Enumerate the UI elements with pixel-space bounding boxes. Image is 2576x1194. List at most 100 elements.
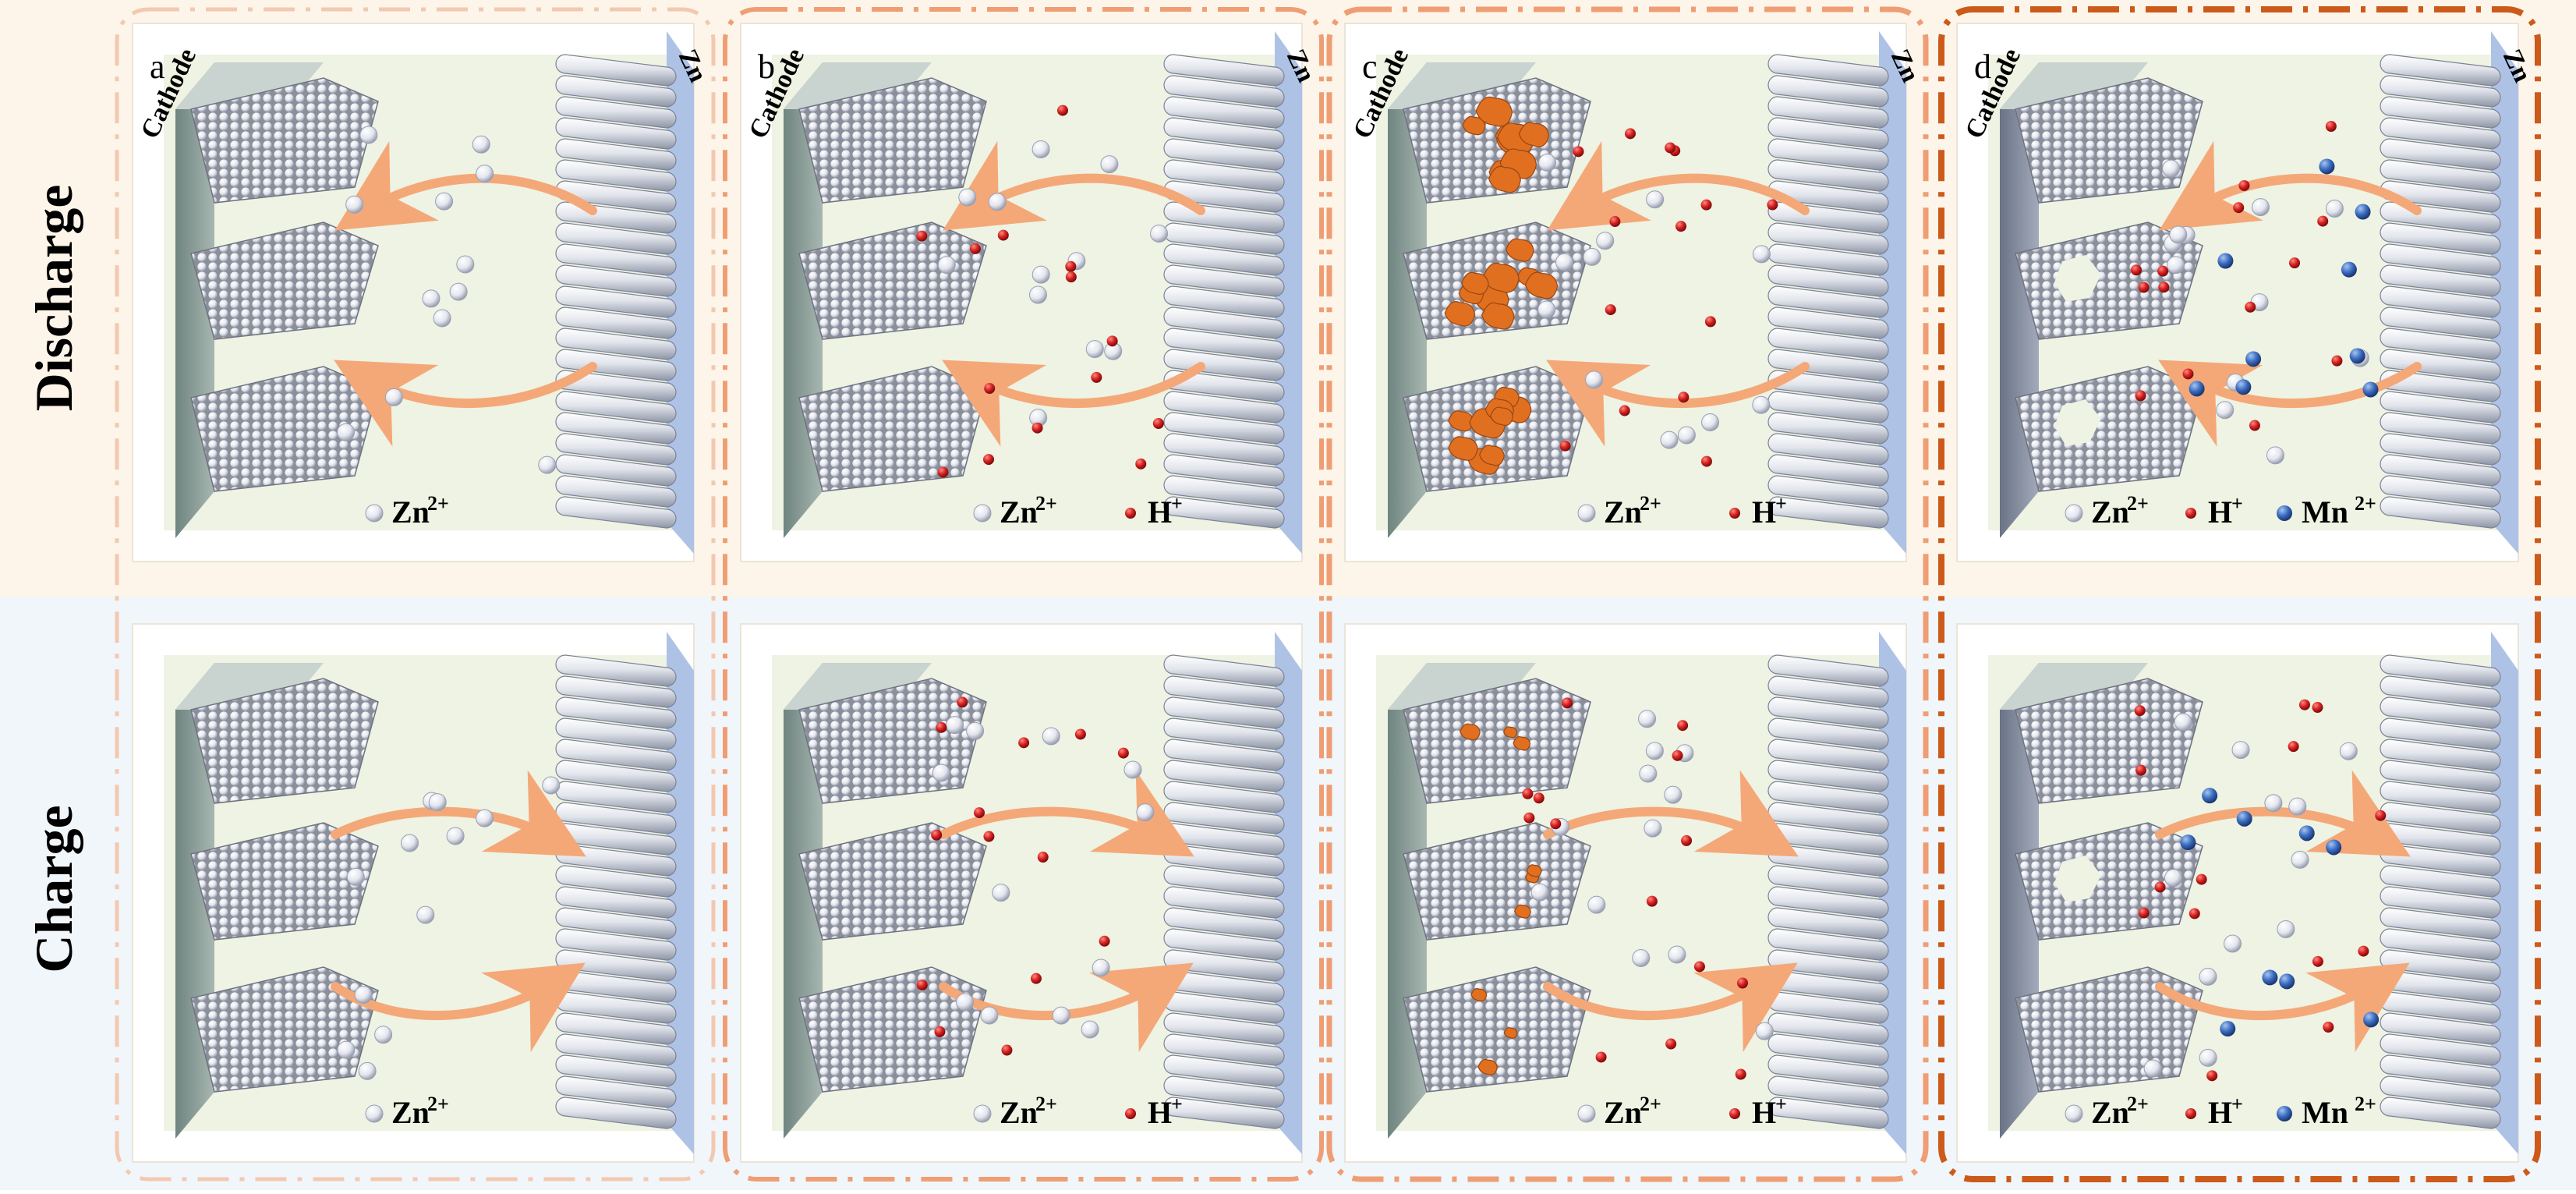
zn-rod — [1163, 1097, 1285, 1129]
zn-rod — [1767, 138, 1889, 171]
h-ion — [1533, 792, 1545, 804]
zn-ion — [980, 1006, 999, 1025]
byproduct-deposit — [1462, 115, 1486, 136]
legend-zn-charge: 2+ — [427, 492, 449, 515]
h-ion — [1595, 1051, 1607, 1063]
h-ion — [1704, 316, 1716, 328]
discharge-arrow-lower — [942, 360, 1205, 447]
zn-ion — [359, 126, 378, 144]
zn-rod — [1767, 370, 1889, 402]
zn-rod — [1767, 328, 1889, 360]
legend-mn-charge: 2+ — [2355, 492, 2376, 515]
h-ion — [2138, 907, 2150, 919]
zn-rod — [1163, 264, 1285, 297]
byproduct-deposit — [1506, 238, 1534, 262]
zn-rod — [1767, 96, 1889, 129]
byproduct-deposit — [1488, 165, 1521, 193]
zn-rod — [555, 739, 677, 771]
discharge-arrow-upper — [2159, 140, 2422, 231]
zn-rod — [555, 496, 677, 529]
zn-ion — [2065, 1104, 2083, 1123]
zn-ion — [1538, 154, 1557, 172]
zn-rod — [1163, 865, 1285, 898]
zn-rod — [1163, 328, 1285, 360]
zn-ion — [2266, 446, 2284, 465]
h-ion — [1091, 371, 1102, 383]
zn-rod — [1163, 159, 1285, 192]
zn-rod — [1163, 475, 1285, 508]
h-ion — [1037, 852, 1049, 863]
h-ion — [1767, 199, 1778, 211]
zn-rod — [1767, 433, 1889, 466]
h-ion — [2249, 420, 2260, 431]
zn-rod — [1767, 306, 1889, 339]
h-ion — [1609, 216, 1621, 228]
panel-b-charge: Zn2+H+ — [740, 623, 1303, 1163]
legend-mn-label: Mn — [2302, 494, 2348, 530]
cathode-layer — [190, 966, 379, 1093]
charge-arrow-upper — [331, 770, 586, 857]
zn-rod — [555, 222, 677, 255]
legend-zn-charge: 2+ — [1640, 492, 1661, 515]
zn-rod — [1767, 760, 1889, 792]
mn-ion — [2217, 253, 2234, 269]
h-ion — [1700, 199, 1712, 211]
zn-ion — [345, 195, 364, 214]
zn-ion — [472, 135, 490, 154]
zn-ion — [1632, 948, 1651, 967]
zn-rod — [1767, 907, 1889, 940]
h-ion — [1665, 142, 1676, 154]
zn-rod — [555, 370, 677, 402]
zn-rod — [2380, 264, 2501, 297]
cathode-dissolution-hole — [2054, 399, 2101, 446]
h-ion — [1665, 1038, 1677, 1050]
h-ion — [937, 466, 949, 478]
zn-rod — [1163, 654, 1285, 687]
zn-ion — [1123, 760, 1142, 779]
byproduct-deposit — [1460, 723, 1481, 741]
zn-rod — [555, 1097, 677, 1129]
zn-ion — [337, 423, 356, 441]
mn-ion — [2277, 1106, 2292, 1121]
zn-rod — [1163, 96, 1285, 129]
row-label-charge: Charge — [24, 805, 83, 973]
zn-rod — [2380, 243, 2501, 276]
legend-zn-label: Zn — [1604, 1095, 1642, 1130]
byproduct-deposit — [1461, 271, 1489, 295]
zn-ion — [2174, 713, 2192, 732]
byproduct-deposit — [1477, 1058, 1498, 1075]
h-ion — [2358, 945, 2369, 957]
mn-ion — [2262, 969, 2278, 986]
h-ion — [916, 980, 928, 991]
zn-ion — [542, 776, 561, 795]
zn-ion — [401, 834, 419, 852]
zn-rod — [2380, 865, 2501, 898]
zn-rod — [2380, 412, 2501, 445]
zn-rod — [2380, 1075, 2501, 1108]
zn-ion — [1752, 245, 1771, 264]
legend-h-label: H — [1752, 494, 1776, 530]
zn-ion — [2167, 256, 2185, 275]
zn-ion — [973, 504, 992, 523]
mn-ion — [2362, 381, 2379, 398]
zn-ion — [1752, 395, 1771, 414]
h-ion — [1681, 834, 1693, 846]
h-ion — [2298, 699, 2310, 710]
zn-ion — [2264, 794, 2283, 813]
zn-rod — [1163, 717, 1285, 750]
zn-ion — [1031, 265, 1050, 284]
panel-c-charge: Zn2+H+ — [1344, 623, 1907, 1163]
zn-rod — [1163, 949, 1285, 982]
zn-ion — [428, 793, 447, 812]
zn-rod — [2380, 306, 2501, 339]
legend-zn-label: Zn — [2091, 494, 2129, 530]
zn-ion — [476, 809, 494, 827]
h-ion — [1135, 458, 1147, 469]
mn-ion — [2236, 810, 2252, 827]
zn-rod — [1767, 54, 1889, 87]
zn-rod — [1767, 1097, 1889, 1129]
zn-ion — [2231, 741, 2250, 760]
